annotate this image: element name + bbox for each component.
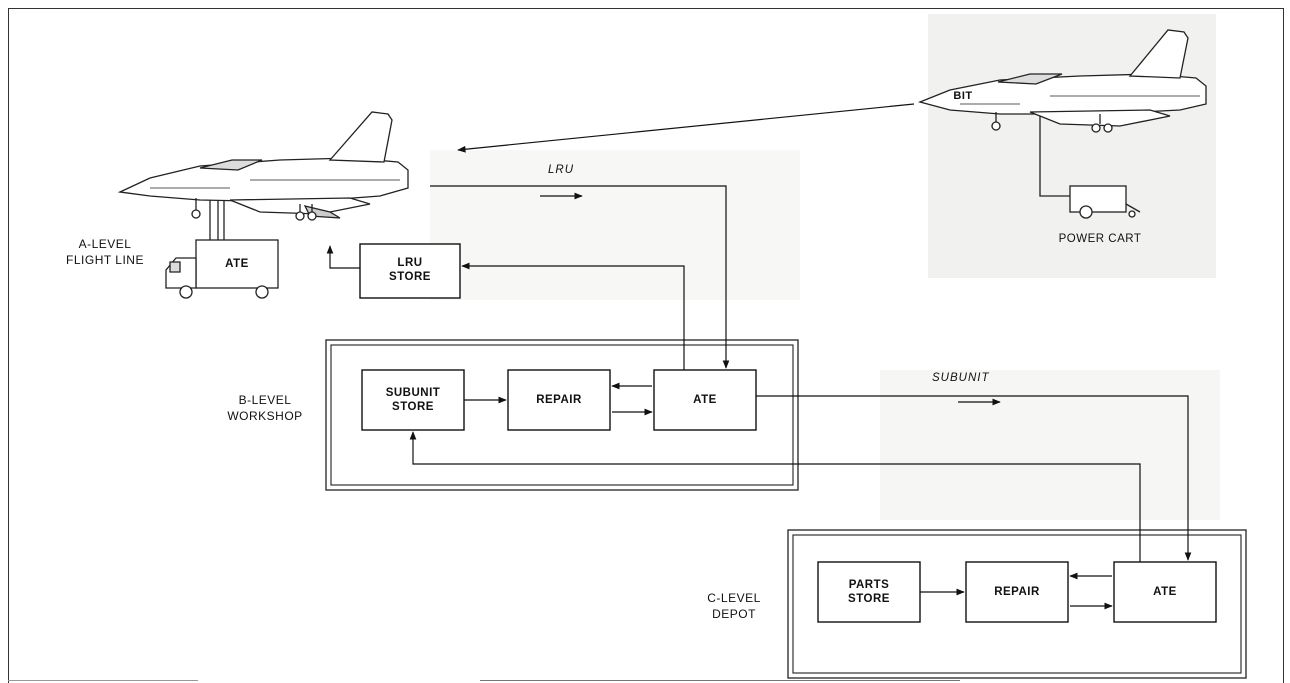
b-level-subtitle: WORKSHOP [210, 408, 320, 424]
arrow-bit-to-aircraft [458, 104, 914, 150]
b-ate-label: ATE [654, 393, 756, 407]
power-cart-label: POWER CART [1040, 232, 1160, 246]
c-repair-label: REPAIR [966, 585, 1068, 599]
c-level-title: C-LEVEL [684, 590, 784, 606]
parts-store-label: PARTS STORE [818, 578, 920, 606]
lru-flow-label: LRU [548, 164, 574, 176]
a-level-label: A-LEVEL FLIGHT LINE [50, 236, 160, 268]
arrow-b-ate-to-lru-store [462, 266, 684, 370]
arrow-lru-to-b-ate [430, 186, 726, 368]
c-level-subtitle: DEPOT [684, 606, 784, 622]
truck-ate-label: ATE [200, 257, 274, 271]
lru-store-line2: STORE [360, 270, 460, 284]
c-level-label: C-LEVEL DEPOT [684, 590, 784, 622]
a-level-aircraft [120, 112, 408, 240]
subunit-flow-label: SUBUNIT [932, 372, 989, 384]
c-ate-label: ATE [1114, 585, 1216, 599]
a-level-subtitle: FLIGHT LINE [50, 252, 160, 268]
power-cart [1070, 186, 1140, 218]
parts-store-line2: STORE [818, 592, 920, 606]
subunit-store-label: SUBUNIT STORE [362, 386, 464, 414]
lru-store-label: LRU STORE [360, 256, 460, 284]
bit-aircraft [920, 30, 1206, 196]
subunit-store-line1: SUBUNIT [362, 386, 464, 400]
arrow-c-ate-to-subunit-store [413, 432, 1140, 562]
b-repair-label: REPAIR [508, 393, 610, 407]
a-level-title: A-LEVEL [50, 236, 160, 252]
lru-store-line1: LRU [360, 256, 460, 270]
b-level-label: B-LEVEL WORKSHOP [210, 392, 320, 424]
bit-label: BIT [948, 89, 978, 103]
arrow-lru-store-to-aircraft [330, 246, 360, 268]
b-level-title: B-LEVEL [210, 392, 320, 408]
parts-store-line1: PARTS [818, 578, 920, 592]
subunit-store-line2: STORE [362, 400, 464, 414]
